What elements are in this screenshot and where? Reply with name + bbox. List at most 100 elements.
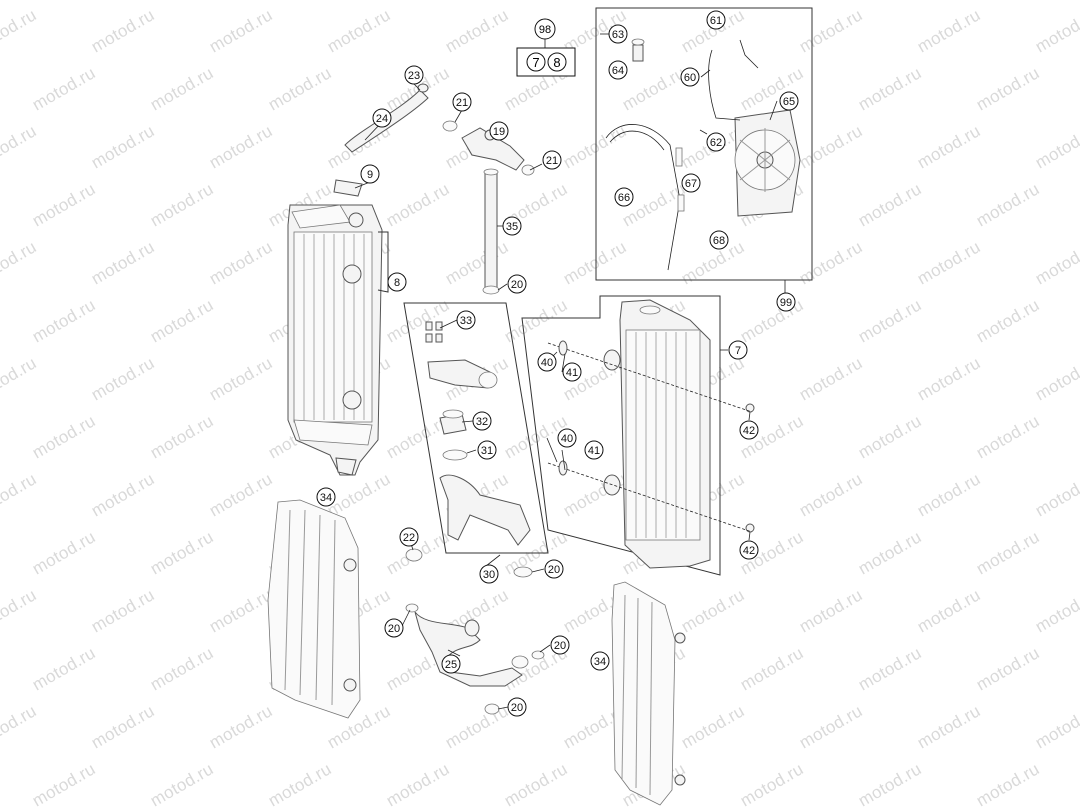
callout-31: 31 xyxy=(477,440,497,460)
callout-number: 42 xyxy=(743,545,755,557)
fan-assembly-65 xyxy=(734,109,801,217)
callout-circle xyxy=(739,420,759,440)
left-radiator xyxy=(287,179,383,476)
callout-circle xyxy=(608,24,628,44)
callout-number: 20 xyxy=(554,640,566,652)
callout-number: 20 xyxy=(511,279,523,291)
clamp-22 xyxy=(405,548,423,562)
clamps-20 xyxy=(405,566,545,715)
callout-circle xyxy=(456,310,476,330)
callout-21: 21 xyxy=(452,92,472,112)
callout-20: 20 xyxy=(544,559,564,579)
callout-number: 7 xyxy=(735,345,741,357)
callout-number: 40 xyxy=(541,357,553,369)
callout-20: 20 xyxy=(507,697,527,717)
callout-circle xyxy=(372,108,392,128)
callout-circle xyxy=(557,428,577,448)
callout-circle xyxy=(584,440,604,460)
left-radiator-bracket xyxy=(377,231,389,293)
fan-cable-60 xyxy=(708,39,759,121)
callout-circle xyxy=(681,173,701,193)
thermostat-housing-19 xyxy=(442,120,535,176)
callout-number: 63 xyxy=(612,29,624,41)
callout-number: 20 xyxy=(511,702,523,714)
callout-33: 33 xyxy=(456,310,476,330)
callout-40: 40 xyxy=(557,428,577,448)
callout-number: 25 xyxy=(445,659,457,671)
callout-34: 34 xyxy=(316,487,336,507)
kit-item-7: 7 xyxy=(532,55,539,70)
callout-number: 60 xyxy=(684,72,696,84)
callout-22: 22 xyxy=(399,527,419,547)
callout-63: 63 xyxy=(608,24,628,44)
callout-number: 42 xyxy=(743,425,755,437)
callout-circle xyxy=(360,164,380,184)
callout-number: 64 xyxy=(612,65,624,77)
callout-number: 99 xyxy=(780,297,792,309)
callout-number: 9 xyxy=(367,169,373,181)
callout-number: 66 xyxy=(618,192,630,204)
callout-19: 19 xyxy=(489,121,509,141)
callout-number: 30 xyxy=(483,569,495,581)
callout-41: 41 xyxy=(562,362,582,382)
callout-circle xyxy=(562,362,582,382)
callout-circle xyxy=(614,187,634,207)
callout-41: 41 xyxy=(584,440,604,460)
callout-60: 60 xyxy=(680,67,700,87)
kit-item-8: 8 xyxy=(553,55,560,70)
callout-circle xyxy=(739,540,759,560)
callout-35: 35 xyxy=(502,216,522,236)
callout-circle xyxy=(779,91,799,111)
callout-number: 34 xyxy=(594,656,606,668)
callout-circle xyxy=(502,216,522,236)
fan-bracket-66-67 xyxy=(605,124,685,271)
right-radiator-frame xyxy=(521,295,721,576)
callout-21: 21 xyxy=(542,150,562,170)
callout-circle xyxy=(728,340,748,360)
callout-circle xyxy=(680,67,700,87)
callout-circle xyxy=(550,635,570,655)
callout-circle xyxy=(472,411,492,431)
radiator-guard-right xyxy=(611,581,686,806)
callout-66: 66 xyxy=(614,187,634,207)
callout-42: 42 xyxy=(739,540,759,560)
hose-25 xyxy=(414,611,529,687)
callout-number: 35 xyxy=(506,221,518,233)
fan-kit-frame xyxy=(595,7,813,281)
callout-23: 23 xyxy=(404,65,424,85)
right-radiator xyxy=(603,299,755,569)
callout-circle xyxy=(590,651,610,671)
callout-circle xyxy=(479,564,499,584)
callout-number: 23 xyxy=(408,70,420,82)
callout-65: 65 xyxy=(779,91,799,111)
callout-circle xyxy=(384,618,404,638)
callout-circle xyxy=(507,274,527,294)
callout-circle xyxy=(507,697,527,717)
callout-number: 41 xyxy=(566,367,578,379)
callout-circle xyxy=(387,272,407,292)
callout-circle xyxy=(441,654,461,674)
callout-20: 20 xyxy=(507,274,527,294)
callout-number: 33 xyxy=(460,315,472,327)
callout-number: 32 xyxy=(476,416,488,428)
callout-circle xyxy=(542,150,562,170)
callout-circle xyxy=(776,292,796,312)
callout-9: 9 xyxy=(360,164,380,184)
callout-number: 68 xyxy=(713,235,725,247)
callout-number: 20 xyxy=(388,623,400,635)
callout-circle xyxy=(452,92,472,112)
callout-circle xyxy=(537,352,557,372)
kit-box-label: 98 xyxy=(539,24,551,36)
callout-circle xyxy=(544,559,564,579)
callout-number: 31 xyxy=(481,445,493,457)
callout-68: 68 xyxy=(709,230,729,250)
callout-30: 30 xyxy=(479,564,499,584)
pipe-35 xyxy=(482,168,500,295)
callout-circle xyxy=(399,527,419,547)
callout-8: 8 xyxy=(387,272,407,292)
callout-number: 65 xyxy=(783,96,795,108)
callout-number: 21 xyxy=(456,97,468,109)
callout-61: 61 xyxy=(706,10,726,30)
callout-25: 25 xyxy=(441,654,461,674)
